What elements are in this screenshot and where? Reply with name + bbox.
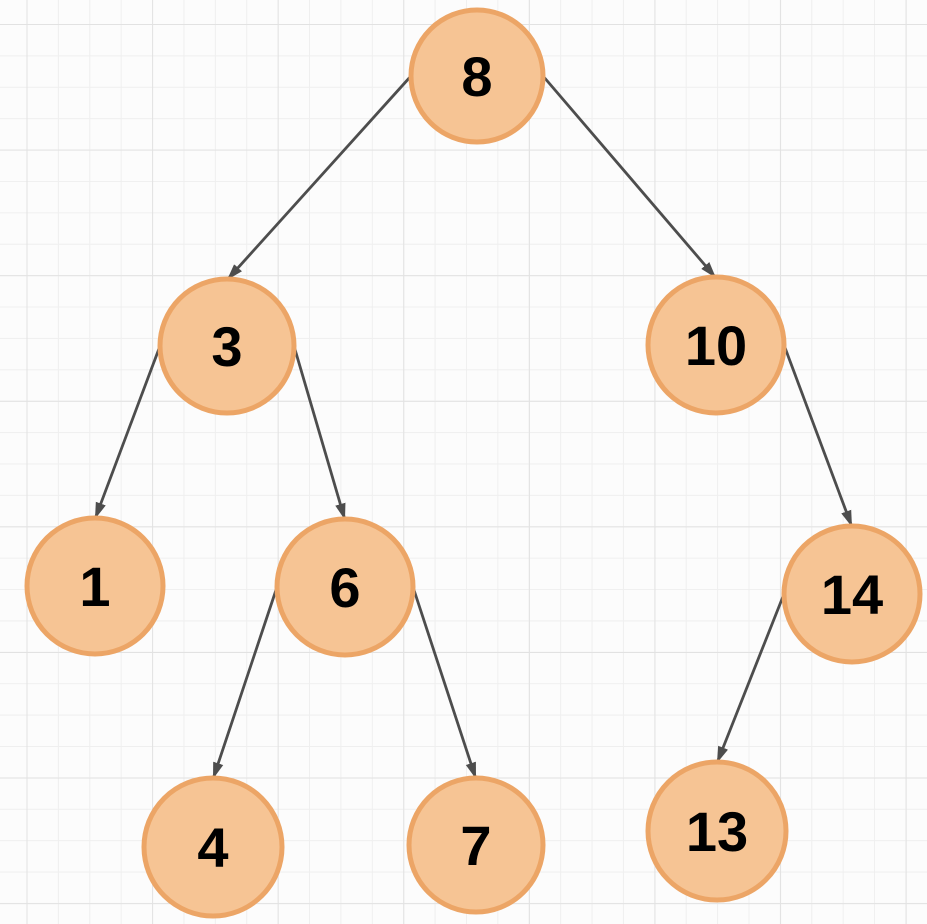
tree-node-label-1: 1 [79,555,110,618]
tree-edge-8-10[interactable] [541,75,718,279]
tree-edge-3-6[interactable] [292,345,347,521]
tree-node-circle-14[interactable] [781,523,923,665]
tree-edge-3-1[interactable] [93,345,162,520]
tree-node-circle-4[interactable] [141,775,285,919]
tree-node-label-3: 3 [211,315,242,378]
tree-node-label-13: 13 [686,800,748,863]
tree-node-4[interactable]: 4 [141,775,285,919]
tree-node-label-10: 10 [685,314,747,377]
tree-node-circle-3[interactable] [157,276,297,416]
tree-node-3[interactable]: 3 [157,276,297,416]
tree-node-6[interactable]: 6 [274,516,416,658]
tree-node-7[interactable]: 7 [406,775,546,915]
tree-node-1[interactable]: 1 [24,515,166,657]
tree-edge-6-7[interactable] [411,586,478,780]
tree-node-10[interactable]: 10 [645,274,787,416]
tree-node-circle-6[interactable] [274,516,416,658]
tree-node-label-6: 6 [329,556,360,619]
tree-node-circle-7[interactable] [406,775,546,915]
tree-edge-10-14[interactable] [782,344,854,528]
tree-node-label-7: 7 [460,814,491,877]
tree-node-8[interactable]: 8 [408,7,546,145]
tree-edge-6-4[interactable] [211,586,279,780]
tree-edge-14-13[interactable] [715,593,786,764]
tree-node-label-8: 8 [461,45,492,108]
tree-node-circle-13[interactable] [645,759,789,903]
tree-node-14[interactable]: 14 [781,523,923,665]
tree-node-13[interactable]: 13 [645,759,789,903]
tree-node-circle-8[interactable] [408,7,546,145]
tree-edge-8-3[interactable] [225,75,413,281]
tree-node-label-14: 14 [821,563,883,626]
tree-node-circle-10[interactable] [645,274,787,416]
tree-node-label-4: 4 [197,816,228,879]
tree-node-circle-1[interactable] [24,515,166,657]
